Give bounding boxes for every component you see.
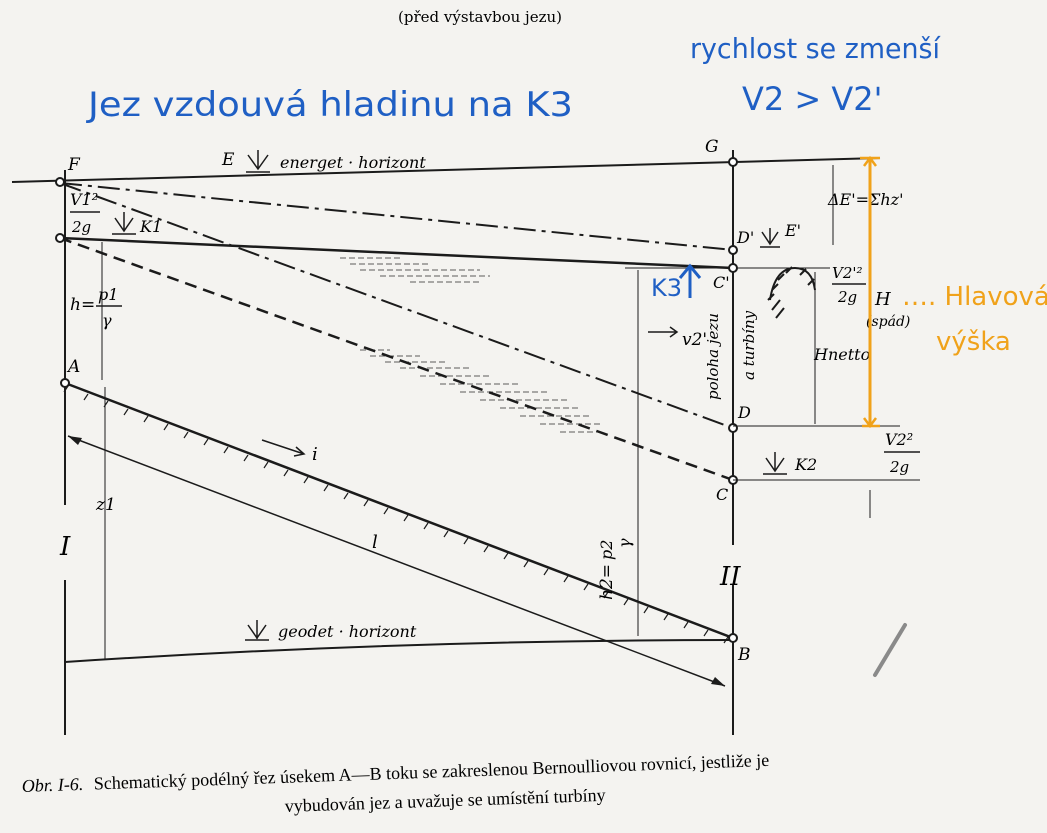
point-B (728, 633, 738, 643)
label-gamma-right: γ (615, 538, 634, 548)
label-D: D (737, 403, 751, 422)
velocity-relation: V2 > V2' (742, 80, 882, 118)
k1-marker-icon (112, 212, 136, 235)
label-F: F (67, 155, 81, 175)
label-2g-mid: 2g (837, 288, 857, 306)
label-section-II: II (719, 562, 741, 592)
head-arrow-top (860, 155, 880, 167)
label-G: G (705, 137, 719, 157)
ep-marker-icon (760, 228, 780, 248)
k3-label: K3 (651, 274, 682, 302)
label-l: l (372, 532, 378, 553)
height-note-line-1: …. Hlavová (902, 282, 1047, 312)
label-spad: (spád) (866, 314, 910, 330)
label-H: H (874, 289, 891, 310)
label-h: h= (70, 295, 95, 315)
caption-line-2: vybudován jez a uvažuje se umístění turb… (284, 785, 605, 816)
point-D (728, 423, 738, 433)
k2-marker-icon (763, 452, 787, 475)
caption-text-1: Schematický podélný řez úsekem A—B toku … (93, 750, 769, 794)
label-section-I: I (59, 532, 71, 562)
label-v2p: v2' (682, 330, 707, 350)
head-arrow-bottom (862, 417, 880, 429)
length-l-line (67, 435, 726, 687)
geodet-marker-icon (245, 620, 269, 641)
energy-line-original (59, 182, 734, 429)
weir-shape (767, 266, 816, 301)
water-ripples (340, 257, 600, 433)
label-2g-right: 2g (889, 458, 909, 476)
point-F (55, 177, 65, 187)
label-turbiny: a turbíny (740, 310, 758, 380)
label-i: i (312, 444, 318, 465)
label-geodetic-horizon: geodet · horizont (278, 622, 417, 641)
energy-line-weir (59, 182, 734, 251)
velocity-note: rychlost se zmenší (690, 32, 941, 65)
weir-note: Jez vzdouvá hladinu na K3 (86, 85, 573, 125)
label-2g-left: 2g (71, 218, 91, 236)
label-K2: K2 (794, 455, 817, 474)
label-v2sq: V2² (885, 430, 913, 449)
riverbed-line (64, 381, 734, 640)
label-z1: z1 (95, 495, 116, 515)
length-l-arrowhead-start (68, 436, 82, 445)
pen-mark (873, 623, 907, 677)
length-l-arrowhead-end (711, 677, 725, 686)
k3-arrow-icon (678, 263, 702, 298)
i-arrow-icon (261, 439, 306, 457)
geodetic-horizon-line (64, 639, 734, 663)
height-note-line-2: výška (936, 327, 1011, 357)
label-E: E (221, 150, 235, 170)
label-dE: ΔE'=Σhz' (827, 190, 903, 209)
label-C: C (716, 485, 728, 504)
label-A: A (66, 357, 80, 377)
label-B: B (737, 645, 751, 665)
energy-horizon-line (11, 157, 881, 183)
label-p2: p2 (597, 540, 616, 560)
label-poloha: poloha jezu (704, 313, 722, 400)
e-marker-icon (246, 150, 270, 173)
label-energy-horizon: energet · horizont (280, 153, 426, 172)
label-Cp: C' (713, 273, 730, 292)
label-p1: p1 (98, 285, 118, 304)
caption-line-1: Obr. I-6. Schematický podélný řez úsekem… (21, 750, 769, 796)
label-Hnetto: Hnetto (813, 345, 870, 364)
point-G (728, 157, 738, 167)
label-h2: h2= (597, 564, 617, 600)
riverbed-hatching (63, 385, 729, 644)
point-F-water (55, 233, 65, 243)
v2p-arrow-icon (648, 326, 679, 338)
label-K1: K1 (139, 217, 162, 236)
point-Cp (728, 263, 738, 273)
point-A (60, 378, 70, 388)
label-gamma-left: γ (102, 311, 112, 330)
backwater-surface (59, 236, 734, 270)
original-water-surface (59, 236, 734, 482)
label-v2psq: V2'² (832, 264, 863, 282)
label-Ep: E' (784, 221, 801, 240)
label-v1sq: V1² (70, 190, 98, 209)
header-subtitle: (před výstavbou jezu) (398, 8, 562, 26)
weir-hatch (771, 299, 785, 319)
point-Dp (728, 245, 738, 255)
caption-prefix: Obr. I-6. (21, 774, 83, 796)
label-Dp: D' (736, 228, 754, 247)
